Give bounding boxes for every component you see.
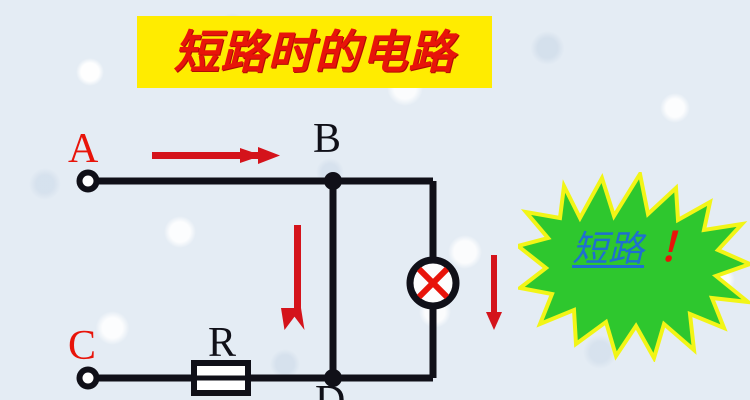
terminal-c (76, 366, 100, 390)
title-banner: 短路时的电路 (137, 16, 492, 88)
callout-exclamation: ！ (658, 225, 699, 270)
page-title: 短路时的电路 (173, 25, 456, 79)
junction-b (324, 172, 342, 190)
current-arrow-short-branch (281, 225, 305, 330)
node-label-b: B (313, 116, 342, 162)
lamp-symbol (406, 256, 460, 310)
resistor-label: R (208, 320, 237, 366)
circuit-wires (88, 177, 437, 382)
node-label-c: C (68, 323, 97, 369)
current-arrows (152, 147, 502, 330)
current-arrow-lamp-branch (486, 255, 502, 330)
node-label-a: A (68, 126, 99, 172)
starburst-callout (518, 172, 750, 362)
terminal-a (76, 169, 100, 193)
starburst-text-group: 短路 ！ (572, 228, 712, 268)
callout-word: 短路 (572, 229, 645, 270)
resistor-symbol (191, 360, 251, 396)
junction-d (324, 369, 342, 387)
node-label-d: D (315, 380, 345, 400)
current-arrow-horizontal (152, 147, 280, 164)
starburst-shape (518, 172, 750, 362)
